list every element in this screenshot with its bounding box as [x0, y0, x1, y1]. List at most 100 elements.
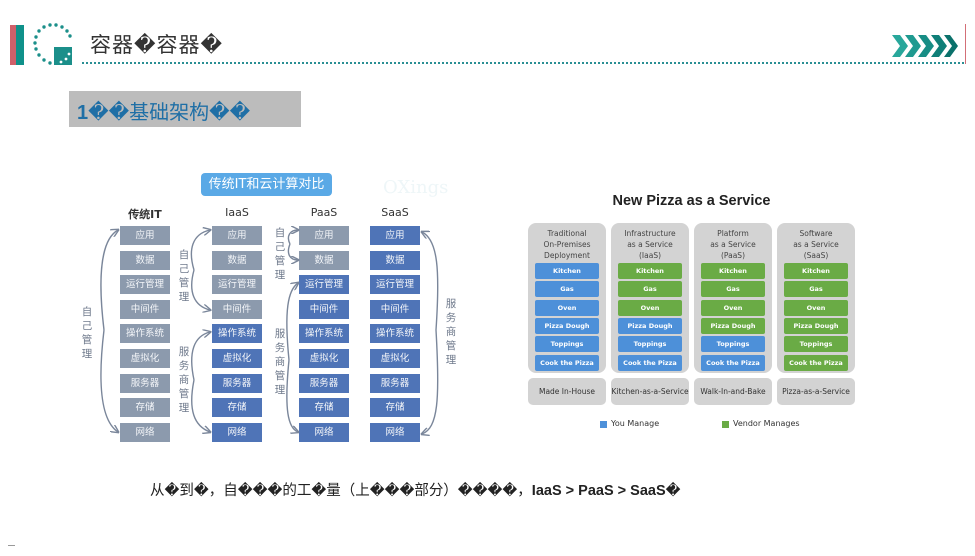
pizza-layer-cell: Oven: [701, 299, 765, 316]
arrow-iaas-self-up: [190, 230, 210, 271]
stack-layer-cell: 运行管理: [370, 275, 420, 294]
stack-layer-cell: 存储: [120, 398, 170, 417]
label-paas-vendor: 服务商管理: [274, 328, 286, 396]
stack-layer-cell: 网络: [120, 423, 170, 442]
stack-layer-cell: 数据: [370, 251, 420, 270]
label-iaas-self: 自己管理: [178, 249, 190, 303]
pizza-layer-cell: Cook the Pizza: [535, 354, 599, 371]
legend-you-manage: You Manage: [611, 419, 660, 428]
pizza-layer-cell: Cook the Pizza: [618, 354, 682, 371]
stack-layer-cell: 存储: [370, 398, 420, 417]
pizza-layer-cell: Kitchen: [618, 263, 682, 279]
stack-layer-cell: 虚拟化: [299, 349, 349, 368]
pizza-column-header: Platform as a Service (PaaS): [710, 229, 756, 260]
pizza-layer-cell: Kitchen: [784, 263, 848, 279]
pizza-layer-cell: Gas: [618, 281, 682, 298]
pizza-layer-cell: Oven: [618, 299, 682, 316]
arrow-traditional-down: [100, 329, 118, 432]
stack-layer-cell: 中间件: [212, 300, 262, 319]
pizza-column-footer: Pizza-as-a-Service: [777, 378, 855, 405]
pizza-layer-cell: Pizza Dough: [701, 317, 765, 334]
stack-layer-cell: 数据: [299, 251, 349, 270]
stack-layer-cell: 数据: [120, 251, 170, 270]
stack-layer-cell: 存储: [212, 398, 262, 417]
stack-layer-cell: 服务器: [212, 374, 262, 393]
stack-layer-cell: 服务器: [370, 374, 420, 393]
arrow-paas-self-down: [287, 243, 298, 260]
arrow-iaas-vendor-down: [191, 379, 210, 432]
header-accent-red: [10, 25, 16, 65]
pizza-column-header: Traditional On-Premises Deployment: [543, 229, 591, 260]
stack-layer-cell: 存储: [299, 398, 349, 417]
arrow-iaas-self-down: [191, 269, 210, 310]
pizza-layer-cell: Kitchen: [535, 263, 599, 279]
stack-layer-cell: 数据: [212, 251, 262, 270]
label-iaas-vendor: 服务商管理: [178, 346, 190, 414]
arrow-saas-vendor-up: [422, 232, 439, 331]
pizza-column-footer: Made In-House: [528, 378, 606, 405]
stack-layer-cell: 虚拟化: [212, 349, 262, 368]
arrow-saas-vendor-down: [422, 329, 439, 434]
stack-layer-cell: 应用: [120, 226, 170, 245]
stack-layer-cell: 操作系统: [370, 324, 420, 343]
stack-layer-cell: 运行管理: [120, 275, 170, 294]
comparison-diagram-title: 传统IT和云计算对比: [201, 173, 332, 196]
pizza-column: Infrastructure as a Service (IaaS)Kitche…: [611, 223, 689, 373]
section-title: ��基础架构��: [88, 100, 251, 124]
stack-layer-cell: 网络: [370, 423, 420, 442]
label-traditional-self: 自己管理: [81, 306, 93, 360]
pizza-layer-cell: Toppings: [784, 336, 848, 353]
summary-text-end: �: [665, 483, 681, 499]
column-header: PaaS: [310, 206, 338, 219]
dotted-logo-icon: [33, 23, 72, 65]
pizza-layer-cell: Gas: [535, 281, 599, 298]
stack-layer-cell: 运行管理: [299, 275, 349, 294]
pizza-layer-cell: Gas: [784, 281, 848, 298]
pizza-layer-cell: Toppings: [701, 336, 765, 353]
pizza-layer-cell: Gas: [701, 281, 765, 298]
stack-layer-cell: 应用: [299, 226, 349, 245]
header-accent-teal: [16, 25, 24, 65]
stack-layer-cell: 中间件: [120, 300, 170, 319]
pizza-layer-cell: Pizza Dough: [535, 317, 599, 334]
pizza-layer-cell: Kitchen: [701, 263, 765, 279]
summary-text: 从�到�，自���的工�量（上���部分）����，IaaS > PaaS > …: [150, 479, 681, 500]
stack-layer-cell: 中间件: [299, 300, 349, 319]
pizza-layer-cell: Oven: [784, 299, 848, 316]
stack-layer-cell: 操作系统: [212, 324, 262, 343]
summary-text-en: IaaS > PaaS > SaaS: [531, 483, 666, 499]
stack-layer-cell: 服务器: [299, 374, 349, 393]
section-heading: 1��基础架构��: [77, 96, 250, 125]
pizza-layer-cell: Cook the Pizza: [784, 354, 848, 371]
label-paas-self: 自己管理: [274, 227, 286, 281]
section-heading-box: [69, 91, 301, 127]
stack-layer-cell: 操作系统: [299, 324, 349, 343]
stack-layer-cell: 操作系统: [120, 324, 170, 343]
pizza-layer-cell: Oven: [535, 299, 599, 316]
header-dotted-divider: [82, 62, 964, 64]
double-chevron-right-icon: [892, 35, 958, 57]
stack-layer-cell: 虚拟化: [120, 349, 170, 368]
section-number: 1: [77, 102, 89, 124]
legend-vendor-manages-swatch: [722, 421, 729, 428]
pizza-layer-cell: Pizza Dough: [784, 317, 848, 334]
label-saas-vendor: 服务商管理: [445, 298, 457, 366]
corner-mark: [8, 545, 15, 546]
pizza-diagram-title: New Pizza as a Service: [612, 193, 771, 209]
stack-layer-cell: 网络: [299, 423, 349, 442]
column-header: IaaS: [225, 206, 249, 219]
pizza-layer-cell: Toppings: [535, 336, 599, 353]
stack-layer-cell: 运行管理: [212, 275, 262, 294]
header-right-line: [965, 24, 966, 64]
stack-layer-cell: 虚拟化: [370, 349, 420, 368]
pizza-layer-cell: Toppings: [618, 336, 682, 353]
arrow-paas-self-up: [287, 230, 298, 245]
watermark: OXings: [383, 177, 449, 198]
stack-layer-cell: 网络: [212, 423, 262, 442]
pizza-column-header: Software as a Service (SaaS): [793, 229, 839, 260]
pizza-column-footer: Walk-In-and-Bake: [694, 378, 772, 405]
